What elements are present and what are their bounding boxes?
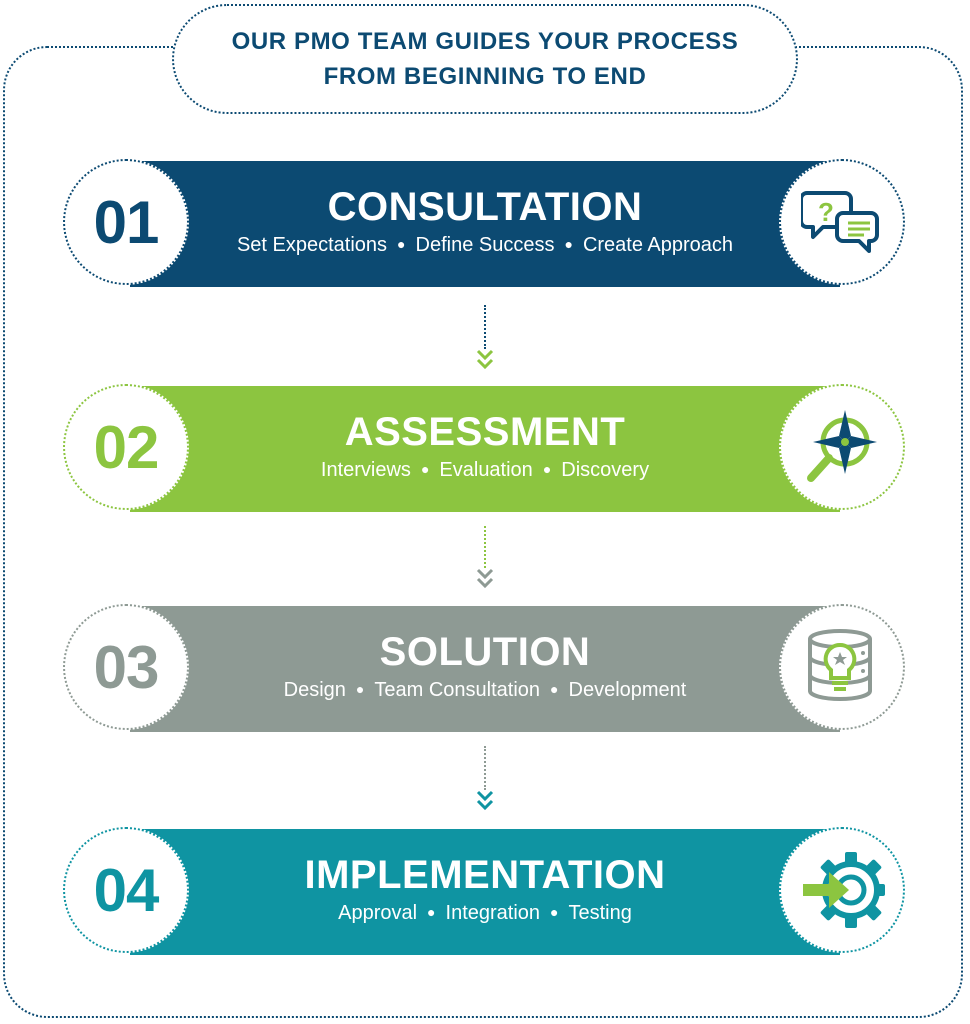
database-lightbulb-icon [808,629,872,701]
step-heading: CONSULTATION [327,185,643,229]
step-bar [130,386,840,512]
step-item: Discovery [561,459,650,481]
step-item: Define Success [415,234,555,256]
step-icon-circle [779,384,905,510]
svg-text:?: ? [818,197,834,227]
step-number-circle: 02 [63,384,189,510]
step-icon-circle [779,827,905,953]
step-bar [130,829,840,955]
title-line-1: OUR PMO TEAM GUIDES YOUR PROCESS [231,28,739,55]
chevron-down-icon [476,790,494,811]
chat-bubbles-question-icon: ? [801,191,879,253]
magnifier-compass-icon [807,410,877,482]
step-item: Evaluation [439,459,533,481]
step-icon-circle: ? [779,159,905,285]
step-number-circle: 03 [63,604,189,730]
step-item: Create Approach [582,234,734,256]
step-item: Testing [568,902,632,924]
title-box: OUR PMO TEAM GUIDES YOUR PROCESS FROM BE… [172,4,798,114]
step-number-circle: 01 [63,159,189,285]
step-icon-circle [779,604,905,730]
step-assessment: 02 ASSESSMENT Interviews●Evaluation●Disc… [0,384,970,514]
step-number: 02 [93,413,160,481]
step-bar [130,606,840,732]
step-items: Approval●Integration●Testing [338,902,632,924]
step-items: Design●Team Consultation●Development [283,679,687,701]
step-items: Interviews●Evaluation●Discovery [320,459,650,481]
step-heading: SOLUTION [379,630,591,674]
step-heading: IMPLEMENTATION [304,853,666,897]
step-number: 04 [93,856,160,924]
step-bar [130,161,840,287]
step-item: Team Consultation [374,679,541,701]
step-implementation: 04 IMPLEMENTATION Approval●Integration●T… [0,827,970,957]
step-consultation: 01 CONSULTATION Set Expectations●Define … [0,159,970,289]
gear-arrow-icon [803,852,885,928]
step-number: 01 [93,188,160,256]
step-item: Development [568,679,687,701]
step-item: Set Expectations [236,234,388,256]
chevron-down-icon [476,568,494,589]
step-heading: ASSESSMENT [344,410,626,454]
title-line-2: FROM BEGINNING TO END [323,63,647,90]
step-item: Interviews [320,459,411,481]
step-solution: 03 SOLUTION Design●Team Consultation●Dev… [0,604,970,734]
connector-1 [475,305,495,373]
connector-2 [475,526,495,592]
chevron-down-icon [476,349,494,370]
step-item: Design [283,679,346,701]
step-item: Approval [338,902,418,924]
connector-3 [475,746,495,814]
step-item: Integration [445,902,541,924]
step-number-circle: 04 [63,827,189,953]
step-number: 03 [93,633,160,701]
step-items: Set Expectations●Define Success●Create A… [236,234,734,256]
